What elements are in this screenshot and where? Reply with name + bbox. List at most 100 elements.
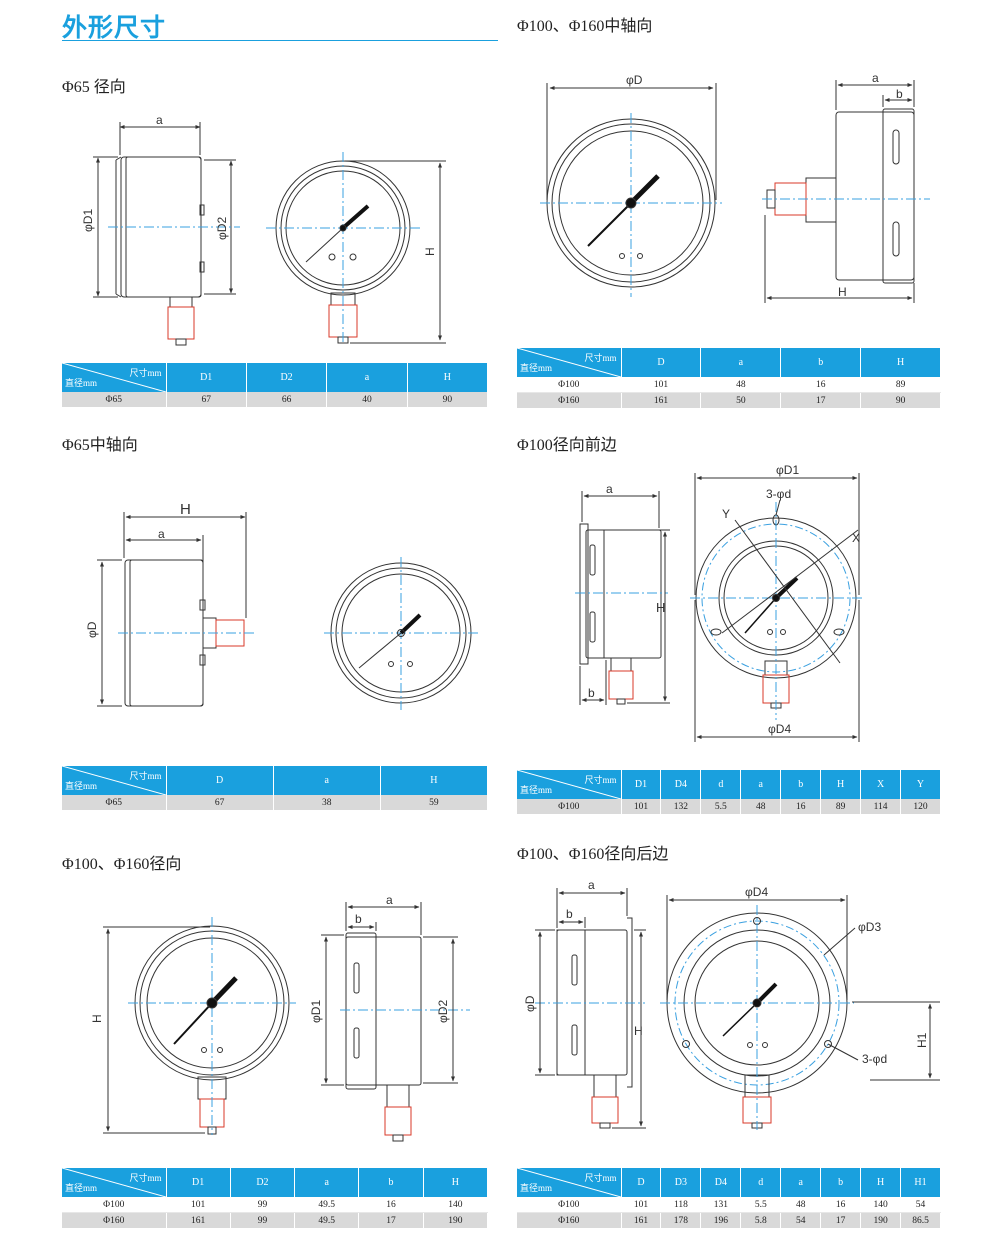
s4-side-view bbox=[575, 491, 670, 705]
column-header: H bbox=[860, 348, 941, 377]
s6-front-view bbox=[660, 895, 940, 1130]
s4-dim-h: H bbox=[656, 600, 665, 615]
section-title-s4: Φ100径向前边 bbox=[517, 437, 617, 454]
s2-side-view bbox=[762, 80, 930, 303]
column-header: D1 bbox=[621, 770, 662, 799]
s6-dim-a: a bbox=[588, 878, 595, 892]
section-title-s6: Φ100、Φ160径向后边 bbox=[517, 846, 669, 863]
s1-dim-h: H bbox=[423, 247, 437, 256]
s5-dim-h: H bbox=[90, 1014, 104, 1023]
s6-dim-d: φD bbox=[523, 995, 537, 1012]
column-header: D1 bbox=[166, 1168, 231, 1197]
s2-dim-b: b bbox=[896, 87, 903, 101]
s4-dim-d1: φD1 bbox=[776, 463, 799, 477]
column-header: b bbox=[780, 770, 822, 799]
column-header: X bbox=[860, 770, 902, 799]
s6-dim-h1: H1 bbox=[915, 1032, 929, 1048]
column-header: D3 bbox=[660, 1168, 702, 1197]
section-title-s2: Φ100、Φ160中轴向 bbox=[517, 18, 653, 35]
column-header: a bbox=[700, 348, 782, 377]
table-corner: 尺寸mm 直径mm bbox=[62, 363, 167, 392]
s5-front-view bbox=[103, 917, 296, 1135]
column-header: H bbox=[860, 1168, 902, 1197]
s6-side-view bbox=[535, 888, 646, 1129]
s6-dim-d3: φD3 bbox=[858, 920, 881, 934]
s4-dim-x: X bbox=[852, 531, 860, 545]
s2-dim-a: a bbox=[872, 71, 879, 85]
column-header: D4 bbox=[660, 770, 702, 799]
s2-dim-d: φD bbox=[626, 73, 643, 87]
s4-dim-hole: 3-φd bbox=[766, 487, 791, 501]
column-header: D1 bbox=[166, 363, 247, 392]
column-header: H bbox=[423, 1168, 489, 1197]
column-header: d bbox=[700, 770, 742, 799]
s3-dim-h: H bbox=[180, 501, 191, 518]
table-corner: 尺寸mm 直径mm bbox=[517, 1168, 622, 1197]
s6-dim-b: b bbox=[566, 907, 573, 921]
column-header: d bbox=[740, 1168, 782, 1197]
s3-side-view bbox=[97, 512, 255, 707]
section-title-s1: Φ65 径向 bbox=[62, 79, 126, 96]
column-header: D2 bbox=[230, 1168, 296, 1197]
column-header: b bbox=[358, 1168, 424, 1197]
s2-dim-h: H bbox=[838, 285, 847, 299]
s4-dim-y: Y bbox=[722, 507, 730, 521]
table-corner: 尺寸mm 直径mm bbox=[517, 770, 622, 799]
table-corner: 尺寸mm 直径mm bbox=[62, 766, 167, 795]
s5-side-view bbox=[321, 902, 470, 1142]
column-header: H1 bbox=[900, 1168, 941, 1197]
section-title-s3: Φ65中轴向 bbox=[62, 437, 138, 454]
section-title-s5: Φ100、Φ160径向 bbox=[62, 856, 182, 873]
column-header: H bbox=[820, 770, 862, 799]
s3-front-view bbox=[324, 557, 478, 710]
s5-dim-a: a bbox=[386, 893, 393, 907]
column-header: a bbox=[780, 1168, 822, 1197]
s5-dim-d1: φD1 bbox=[309, 1000, 323, 1023]
s6-dim-hole: 3-φd bbox=[862, 1052, 887, 1066]
s6-dim-h: H bbox=[634, 1024, 643, 1038]
column-header: D2 bbox=[246, 363, 328, 392]
s1-dim-a: a bbox=[156, 113, 163, 127]
column-header: Y bbox=[900, 770, 941, 799]
s5-dim-d2: φD2 bbox=[436, 1000, 450, 1023]
s4-dim-b: b bbox=[588, 686, 595, 700]
column-header: a bbox=[740, 770, 782, 799]
table-corner: 尺寸mm 直径mm bbox=[62, 1168, 167, 1197]
s3-dim-d: φD bbox=[85, 621, 99, 638]
column-header: b bbox=[820, 1168, 862, 1197]
column-header: a bbox=[273, 766, 381, 795]
column-header: a bbox=[294, 1168, 360, 1197]
column-header: D bbox=[166, 766, 274, 795]
s1-dim-d2: φD2 bbox=[215, 217, 229, 240]
s4-dim-d4: φD4 bbox=[768, 722, 791, 736]
s5-dim-b: b bbox=[355, 912, 362, 926]
s1-side-view bbox=[93, 122, 240, 346]
column-header: D bbox=[621, 1168, 662, 1197]
s4-dim-a: a bbox=[606, 482, 613, 496]
s2-front-view bbox=[540, 83, 722, 297]
column-header: a bbox=[326, 363, 408, 392]
s1-front-view bbox=[266, 152, 446, 345]
column-header: b bbox=[780, 348, 862, 377]
column-header: H bbox=[380, 766, 489, 795]
s1-dim-d1: φD1 bbox=[81, 209, 95, 232]
table-corner: 尺寸mm 直径mm bbox=[517, 348, 622, 377]
column-header: H bbox=[407, 363, 489, 392]
s3-dim-a: a bbox=[158, 527, 165, 541]
column-header: D4 bbox=[700, 1168, 742, 1197]
